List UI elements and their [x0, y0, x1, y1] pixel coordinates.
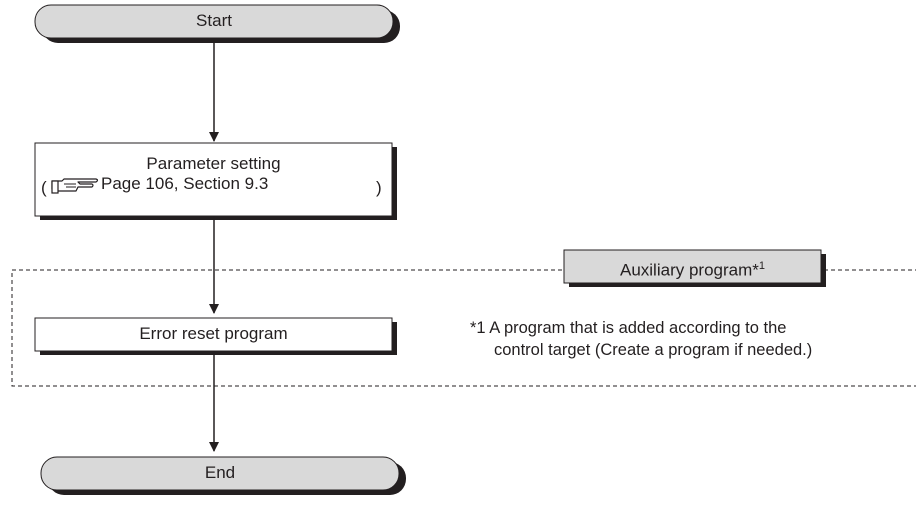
- parameter-setting-title: Parameter setting: [146, 154, 281, 173]
- error-reset-program-label: Error reset program: [139, 324, 288, 343]
- start-label: Start: [196, 11, 232, 30]
- footnote-marker: 1: [758, 260, 765, 272]
- end-label: End: [204, 463, 236, 482]
- start-terminal: [34, 4, 400, 43]
- footnote-line-1: *1 A program that is added according to …: [470, 319, 787, 337]
- pointing-hand-icon: [51, 178, 99, 194]
- auxiliary-program-box: [563, 249, 826, 287]
- footnote-line-2: control target (Create a program if need…: [494, 341, 813, 359]
- parameter-setting-reference: Page 106, Section 9.3: [101, 174, 269, 193]
- parameter-setting-close-paren: ): [376, 178, 382, 197]
- error-reset-program-box: [34, 317, 397, 355]
- parameter-setting-box: [34, 142, 397, 220]
- auxiliary-program-label: Auxiliary program*1: [619, 260, 765, 280]
- parameter-setting-open-paren: (: [41, 178, 47, 197]
- end-terminal: [40, 456, 406, 495]
